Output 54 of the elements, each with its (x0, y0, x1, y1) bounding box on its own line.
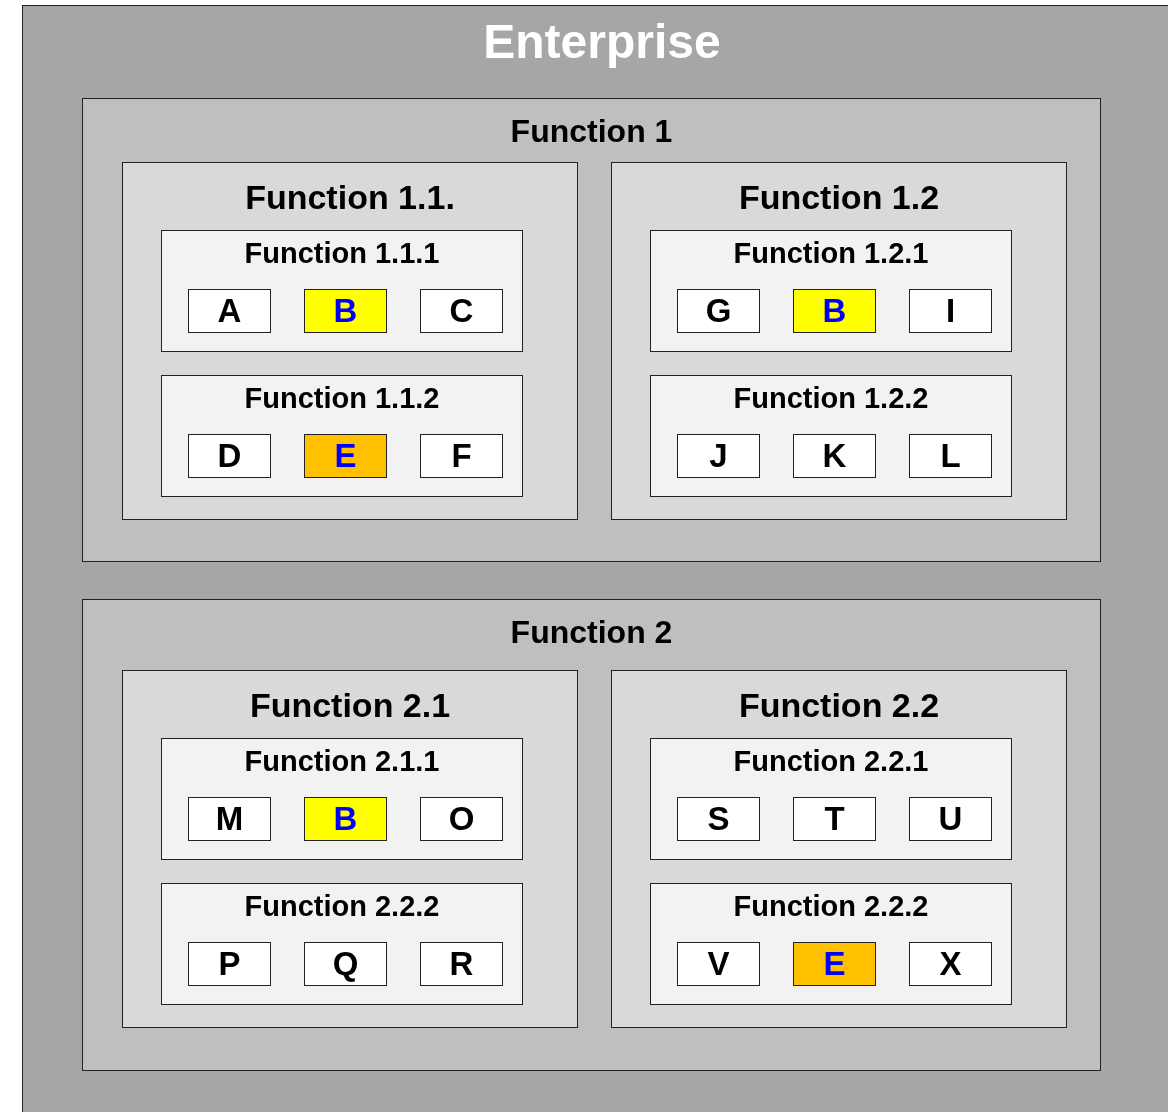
enterprise-panel (22, 5, 1168, 1112)
item-box: B (304, 797, 387, 841)
item-box: K (793, 434, 876, 478)
item-box: M (188, 797, 271, 841)
heading: Function 2.1.1 (243, 745, 441, 778)
item-box: T (793, 797, 876, 841)
group-panel (161, 375, 523, 497)
title: Enterprise (482, 14, 722, 69)
item-box: E (793, 942, 876, 986)
item-box: D (188, 434, 271, 478)
heading: Function 1.2.1 (732, 237, 930, 270)
subfunction-panel (122, 670, 578, 1028)
group-panel (161, 230, 523, 352)
group-panel (650, 230, 1012, 352)
group-panel (650, 375, 1012, 497)
heading: Function 1.1.1 (243, 237, 441, 270)
group-panel (650, 883, 1012, 1005)
heading: Function 1 (509, 113, 674, 150)
heading: Function 2 (509, 614, 674, 651)
function-panel (82, 98, 1101, 562)
subfunction-panel (122, 162, 578, 520)
heading: Function 2.2.2 (732, 890, 930, 923)
heading: Function 1.2 (737, 178, 941, 217)
heading: Function 1.2.2 (732, 382, 930, 415)
heading: Function 1.1. (244, 178, 456, 217)
item-box: I (909, 289, 992, 333)
item-box: P (188, 942, 271, 986)
subfunction-panel (611, 670, 1067, 1028)
item-box: B (793, 289, 876, 333)
item-box: U (909, 797, 992, 841)
group-panel (650, 738, 1012, 860)
heading: Function 2.2.2 (243, 890, 441, 923)
item-box: J (677, 434, 760, 478)
item-box: E (304, 434, 387, 478)
item-box: Q (304, 942, 387, 986)
item-box: S (677, 797, 760, 841)
group-panel (161, 738, 523, 860)
group-panel (161, 883, 523, 1005)
heading: Function 2.2 (737, 686, 941, 725)
item-box: O (420, 797, 503, 841)
heading: Function 1.1.2 (243, 382, 441, 415)
heading: Function 2.2.1 (732, 745, 930, 778)
item-box: L (909, 434, 992, 478)
item-box: F (420, 434, 503, 478)
item-box: B (304, 289, 387, 333)
item-box: A (188, 289, 271, 333)
subfunction-panel (611, 162, 1067, 520)
heading: Function 2.1 (248, 686, 452, 725)
item-box: G (677, 289, 760, 333)
item-box: R (420, 942, 503, 986)
function-panel (82, 599, 1101, 1071)
item-box: C (420, 289, 503, 333)
item-box: V (677, 942, 760, 986)
item-box: X (909, 942, 992, 986)
